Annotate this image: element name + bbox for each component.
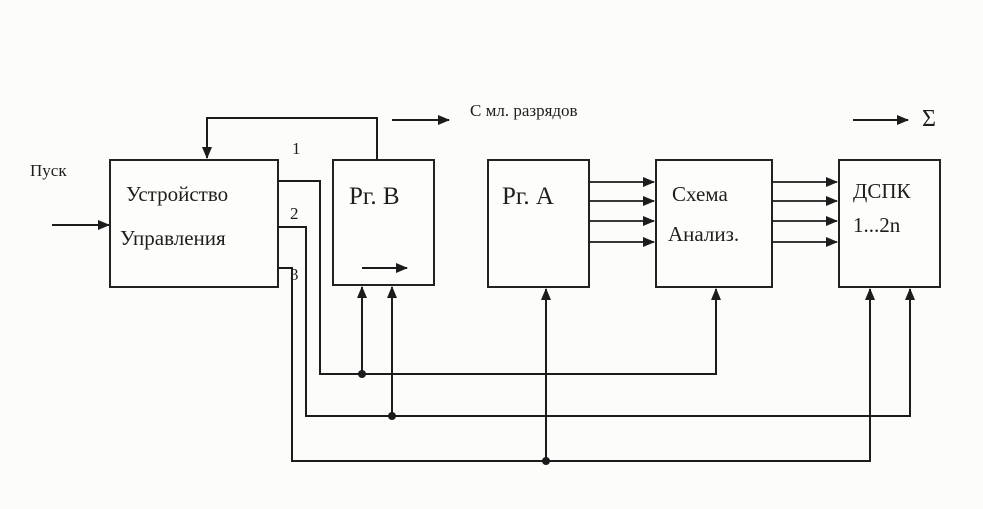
control-unit-block: Устройство Управления xyxy=(109,159,279,288)
control-unit-label-line1: Устройство xyxy=(126,182,228,206)
control-line-1 xyxy=(278,180,721,375)
low-bits-label: С мл. разрядов xyxy=(470,101,578,120)
control-line-3 xyxy=(278,267,875,462)
junction-dot-3 xyxy=(542,457,550,465)
control-line-2 xyxy=(278,226,915,417)
dspk-block: ДСПК 1...2n xyxy=(838,159,941,288)
control-output-2-label: 2 xyxy=(290,204,299,223)
analysis-label-line1: Схема xyxy=(672,182,728,206)
register-a-label: Рг. А xyxy=(502,183,554,210)
control-unit-label-line2: Управления xyxy=(120,226,226,250)
dspk-label-line2: 1...2n xyxy=(853,213,901,237)
control-output-3-label: 3 xyxy=(290,265,299,284)
register-b-block: Рг. В xyxy=(332,159,435,286)
register-b-label: Рг. В xyxy=(349,183,400,210)
dspk-label-line1: ДСПК xyxy=(853,179,911,203)
start-label: Пуск xyxy=(30,161,67,180)
bus-analysis-to-dspk xyxy=(772,177,838,247)
register-a-block: Рг. А xyxy=(487,159,590,288)
junction-dot-2 xyxy=(388,412,396,420)
feedback-line xyxy=(202,117,378,160)
bus-rga-to-analysis xyxy=(589,177,655,247)
analysis-block: Схема Анализ. xyxy=(655,159,773,288)
junction-dot-1 xyxy=(358,370,366,378)
control-output-1-label: 1 xyxy=(292,139,301,158)
sum-label: Σ xyxy=(922,106,936,132)
analysis-label-line2: Анализ. xyxy=(668,222,739,246)
